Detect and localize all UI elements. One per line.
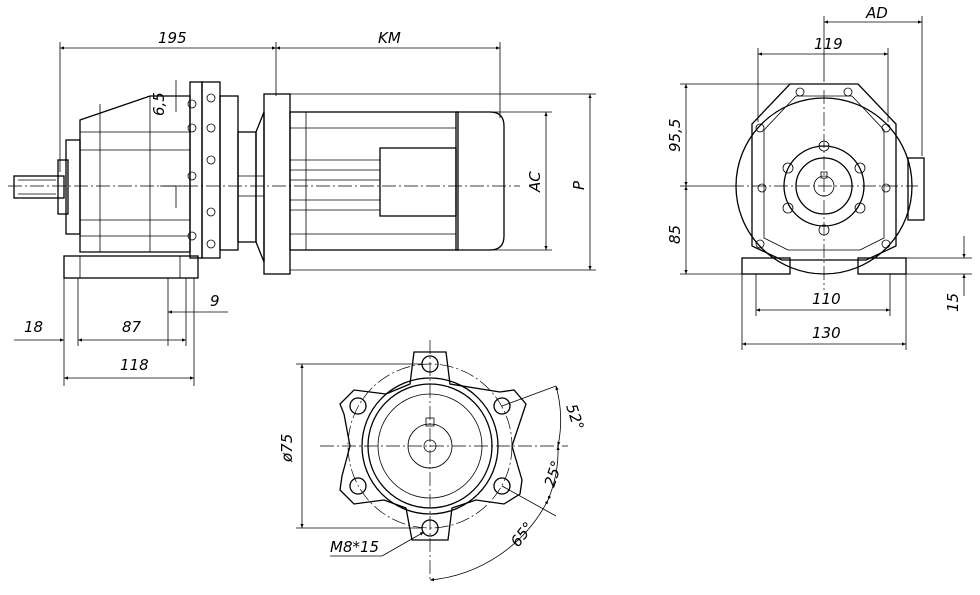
dim-87-label: 87	[122, 318, 142, 336]
dim-25deg-label: 25°	[541, 458, 566, 489]
dim-195-label: 195	[158, 29, 187, 47]
dim-130-label: 130	[812, 324, 841, 342]
dim-ac-label: AC	[526, 171, 544, 193]
flange-view: ø75 52° 25° 65° M8*15	[278, 340, 588, 582]
dim-6-5-label: 6,5	[150, 92, 168, 116]
dim-km-label: KM	[378, 29, 401, 47]
dim-d75-label: ø75	[278, 434, 296, 463]
dim-52deg-label: 52°	[562, 402, 587, 433]
dim-18-label: 18	[24, 318, 43, 336]
dim-95-5-label: 95,5	[666, 119, 684, 152]
side-view: 195 KM 6,5 AC P 18 87 9 118	[8, 29, 596, 386]
dim-ad-label: AD	[865, 4, 888, 22]
end-view: AD 119 95,5 85 110 130 15	[666, 4, 972, 350]
dim-9-label: 9	[210, 292, 220, 310]
dim-p-label: P	[570, 180, 588, 190]
dim-m8-label: M8*15	[330, 538, 379, 556]
dim-15-label: 15	[944, 293, 962, 312]
dim-118-label: 118	[120, 356, 149, 374]
dim-85-label: 85	[666, 225, 684, 244]
dim-110-label: 110	[812, 290, 841, 308]
dim-119-label: 119	[814, 35, 843, 53]
